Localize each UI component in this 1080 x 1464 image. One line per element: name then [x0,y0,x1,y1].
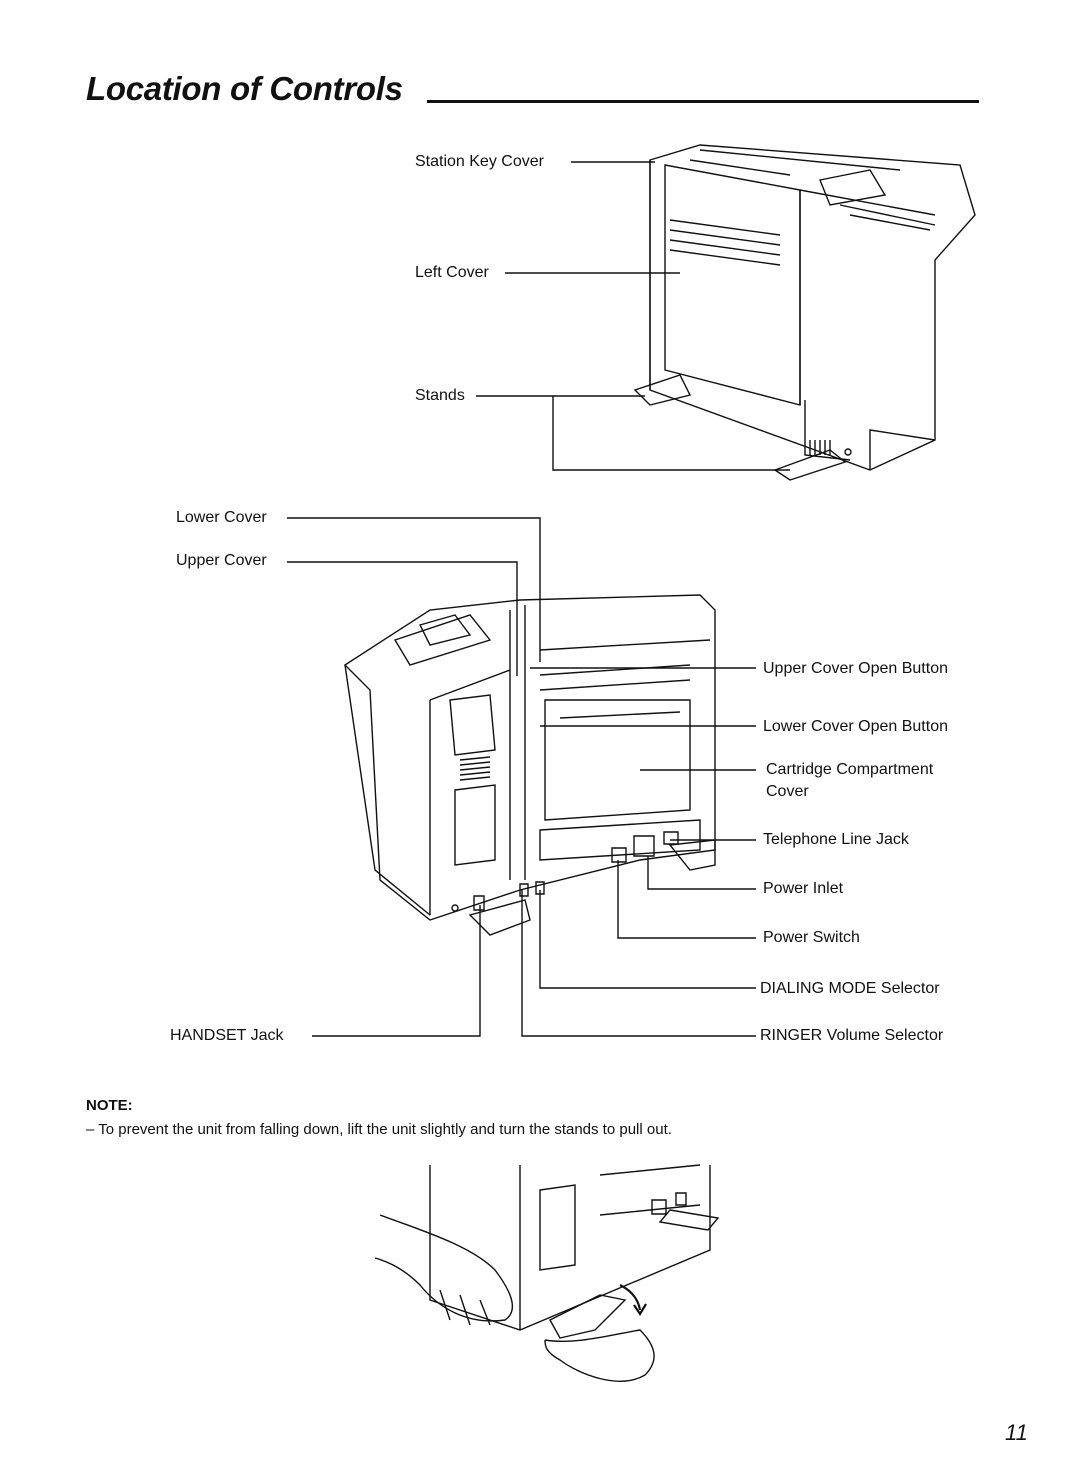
label-cartridge-compartment-line1: Cartridge Compartment [766,761,934,778]
leader-upper-cover [287,562,517,676]
fax-side-view [635,145,975,480]
leader-dialing-mode [540,890,756,988]
stand-pull-illustration [375,1165,718,1381]
label-cartridge-compartment-line2: Cover [766,783,809,800]
note-heading: NOTE: [86,1097,133,1114]
label-upper-cover: Upper Cover [176,552,267,569]
leader-power-inlet [648,856,756,889]
title-rule [427,100,979,103]
page-number: 11 [1005,1420,1028,1445]
label-lower-cover: Lower Cover [176,509,267,526]
leader-lower-cover [287,518,540,662]
label-station-key-cover: Station Key Cover [415,153,544,170]
label-telephone-line-jack: Telephone Line Jack [763,831,909,848]
label-upper-cover-open-button: Upper Cover Open Button [763,660,948,677]
note-text: – To prevent the unit from falling down,… [86,1121,672,1138]
label-left-cover: Left Cover [415,264,489,281]
fax-rear-view [345,595,715,935]
leader-handset-jack [312,905,480,1036]
label-power-inlet: Power Inlet [763,880,844,897]
leader-ringer-volume [522,890,756,1036]
label-lower-cover-open-button: Lower Cover Open Button [763,718,948,735]
leader-stands [476,396,790,470]
label-power-switch: Power Switch [763,929,860,946]
page-title: Location of Controls [86,70,403,107]
label-dialing-mode-selector: DIALING MODE Selector [760,980,940,997]
leader-power-switch [618,860,756,938]
label-ringer-volume-selector: RINGER Volume Selector [760,1027,944,1044]
label-stands: Stands [415,387,465,404]
label-handset-jack: HANDSET Jack [170,1027,284,1044]
